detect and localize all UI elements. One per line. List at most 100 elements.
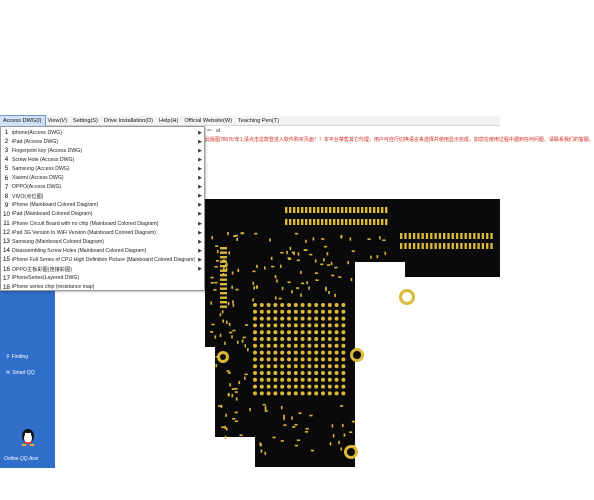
bga-ball xyxy=(273,357,278,362)
connector-pin xyxy=(434,243,437,249)
board-canvas[interactable] xyxy=(55,147,500,477)
bga-ball xyxy=(266,303,271,307)
connector-pin xyxy=(425,233,429,239)
bga-ball xyxy=(253,330,257,335)
connector-pin xyxy=(341,207,344,213)
connector-pin xyxy=(220,292,227,295)
bga-ball xyxy=(341,337,346,341)
passive-pad xyxy=(272,436,276,439)
submenu-arrow-icon: ▶ xyxy=(198,165,202,172)
dropdown-item-label: Disassembling Screw Holes (Mainboard Col… xyxy=(12,247,147,254)
bga-ball xyxy=(293,391,298,396)
connector-pin xyxy=(447,233,450,239)
connector-pin xyxy=(460,243,463,249)
bga-ball xyxy=(314,357,319,362)
passive-pad xyxy=(264,407,267,411)
bga-ball xyxy=(327,337,332,341)
sidebar-qq-label: Online QQ Assi xyxy=(4,456,39,462)
bga-ball xyxy=(293,337,298,341)
connector-pin xyxy=(220,256,227,259)
bga-ball xyxy=(307,309,312,314)
submenu-arrow-icon: ▶ xyxy=(198,193,202,200)
passive-pad xyxy=(287,258,292,261)
bga-ball xyxy=(321,350,325,355)
menu-view[interactable]: View(V) xyxy=(47,117,68,124)
connector-pin xyxy=(220,265,227,268)
connector-pin xyxy=(289,207,292,213)
menu-teaching-pen[interactable]: Teaching Pen(T) xyxy=(237,117,280,124)
screw-hole-center xyxy=(402,292,412,302)
bga-ball xyxy=(287,343,291,348)
connector-pin xyxy=(490,243,493,249)
passive-pad xyxy=(347,261,350,265)
passive-pad xyxy=(296,287,300,289)
bga-ball xyxy=(334,371,339,375)
passive-pad xyxy=(338,276,342,278)
bga-ball xyxy=(307,303,312,307)
passive-pad xyxy=(300,293,302,297)
passive-pad xyxy=(314,272,319,274)
menu-setting[interactable]: Setting(S) xyxy=(73,117,98,124)
menu-help[interactable]: Help(H) xyxy=(159,117,179,124)
bga-ball xyxy=(259,330,264,335)
passive-pad xyxy=(296,439,301,442)
connector-pin xyxy=(417,233,420,239)
menu-access-dwg[interactable]: Access DWG(I) xyxy=(0,114,46,127)
passive-pad xyxy=(260,449,263,453)
passive-pad xyxy=(367,238,371,240)
passive-pad xyxy=(280,440,284,442)
menu-drive-installation[interactable]: Drive Installation(D) xyxy=(103,117,154,124)
bga-ball xyxy=(334,364,339,369)
passive-pad xyxy=(259,442,261,446)
bga-ball xyxy=(314,391,319,396)
passive-pad xyxy=(233,235,237,237)
passive-pad xyxy=(291,416,293,420)
dropdown-item-number: 13 xyxy=(3,238,10,246)
bga-ball xyxy=(253,343,257,348)
bga-ball xyxy=(253,364,257,369)
connector-pin xyxy=(464,243,467,249)
connector-pin xyxy=(220,283,227,286)
qq-penguin-icon[interactable] xyxy=(20,428,36,446)
passive-pad xyxy=(241,339,244,343)
bga-ball xyxy=(280,377,285,382)
bga-ball xyxy=(280,316,285,321)
connector-pin xyxy=(373,207,376,213)
bga-ball xyxy=(293,384,298,389)
menu-official-website[interactable]: Official Website(W) xyxy=(184,117,232,124)
passive-pad xyxy=(222,319,224,323)
bga-ball xyxy=(280,337,285,341)
connector-pin xyxy=(365,219,368,225)
connector-pin xyxy=(400,243,403,249)
back-arrow-icon[interactable]: ⇦ xyxy=(207,128,213,134)
dropdown-item-label: OPPO(Access DWG) xyxy=(12,184,62,191)
submenu-arrow-icon: ▶ xyxy=(198,147,202,154)
bga-ball xyxy=(321,384,325,389)
bga-ball xyxy=(266,316,271,321)
passive-pad xyxy=(225,267,228,272)
sidebar-item-finding[interactable]: ⚲ Finding xyxy=(6,354,29,360)
sidebar-item-smart-qq[interactable]: ✉ Smart QQ xyxy=(6,370,35,376)
connector-pin xyxy=(477,243,480,249)
passive-pad xyxy=(235,397,238,401)
bga-ball xyxy=(273,343,278,348)
bga-ball xyxy=(287,350,291,355)
